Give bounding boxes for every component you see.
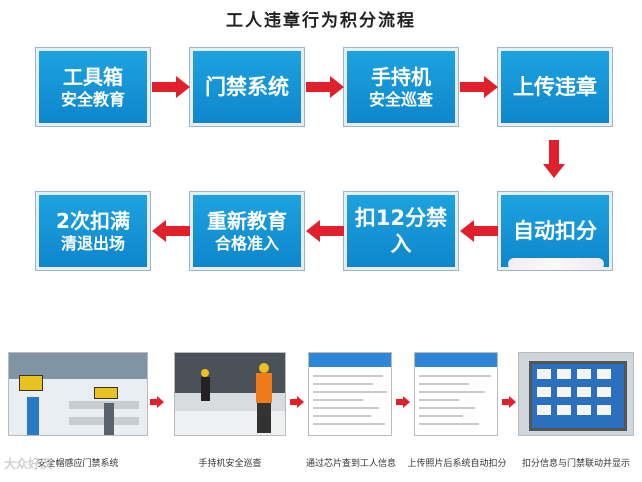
photo-worker-info-screen [308, 352, 392, 436]
arrow-left-icon [306, 220, 344, 242]
arrow-right-icon [460, 76, 498, 98]
arrow-left-icon [460, 220, 498, 242]
step-dismissal: 2次扣满 清退出场 [36, 192, 150, 270]
page-title: 工人违章行为积分流程 [0, 6, 642, 31]
photo-handheld-inspection [174, 352, 286, 436]
step-re-education: 重新教育 合格准入 [190, 192, 304, 270]
step-toolbox-education: 工具箱 安全教育 [36, 48, 150, 126]
step-line2: 安全教育 [61, 90, 125, 110]
photo-deduction-screen [414, 352, 498, 436]
photo-access-gate [8, 352, 148, 436]
step-line1: 自动扣分 [513, 218, 597, 244]
step-line2: 合格准入 [215, 234, 279, 254]
watermark: 大众好汉 [4, 455, 52, 472]
step-line1: 2次扣满 [56, 209, 130, 234]
caption-display-board: 扣分信息与门禁联动并显示 [516, 456, 636, 469]
step-upload-violation: 上传违章 [498, 48, 612, 126]
arrow-right-icon [306, 76, 344, 98]
arrow-down-icon [543, 140, 565, 178]
arrow-right-icon [396, 396, 410, 408]
step-ban-12-points: 扣12分禁入 [344, 192, 458, 270]
photo-display-board [518, 352, 634, 436]
caption-worker-info: 通过芯片查到工人信息 [300, 456, 402, 469]
step-handheld-inspection: 手持机 安全巡查 [344, 48, 458, 126]
arrow-right-icon [290, 396, 304, 408]
arrow-right-icon [152, 76, 190, 98]
step-access-control: 门禁系统 [190, 48, 304, 126]
step-line1: 手持机 [371, 65, 431, 90]
step-line2: 安全巡查 [369, 90, 433, 110]
caption-auto-deduct: 上传照片后系统自动扣分 [406, 456, 508, 469]
step-line1: 重新教育 [207, 209, 287, 234]
step-line2: 清退出场 [61, 234, 125, 254]
step-line1: 工具箱 [63, 65, 123, 90]
step-line1: 上传违章 [513, 74, 597, 100]
arrow-left-icon [152, 220, 190, 242]
arrow-right-icon [502, 396, 516, 408]
step-line1: 扣12分禁入 [347, 205, 455, 258]
blur-artifact [508, 258, 604, 270]
arrow-right-icon [150, 396, 164, 408]
caption-handheld-inspection: 手持机安全巡查 [174, 456, 286, 469]
step-line1: 门禁系统 [205, 74, 289, 100]
